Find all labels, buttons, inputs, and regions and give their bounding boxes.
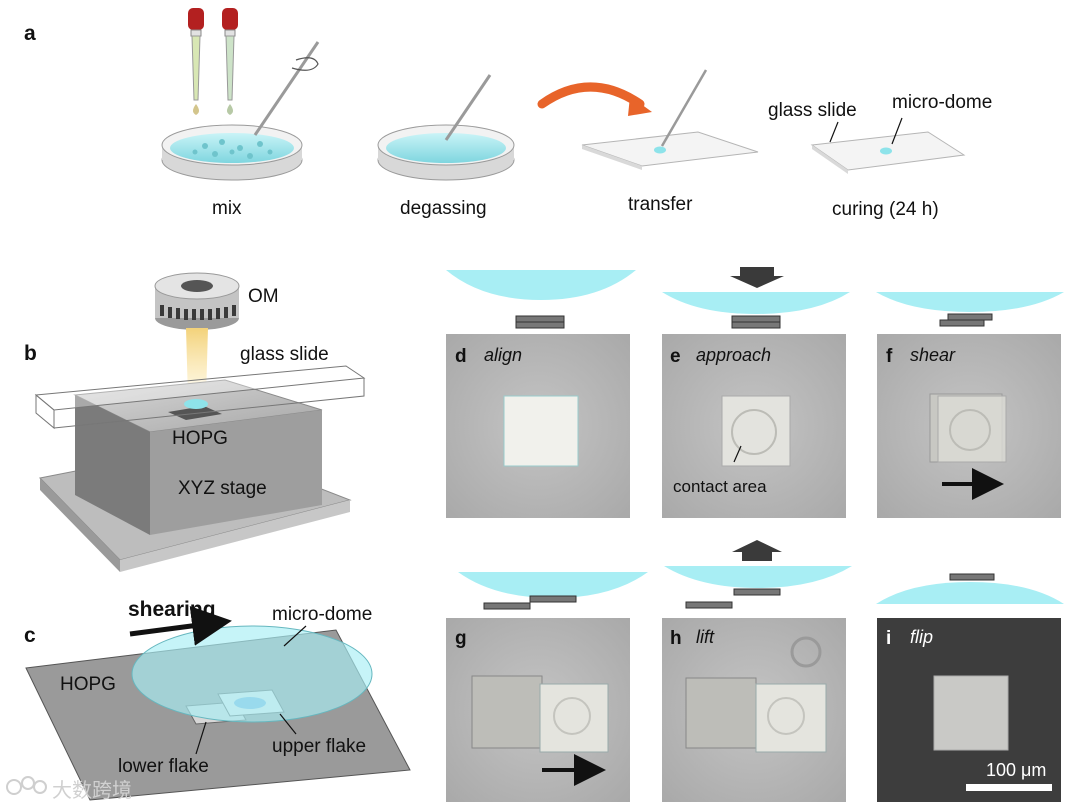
step-transfer-label: transfer xyxy=(628,194,693,215)
schematic-d xyxy=(446,270,636,329)
upper-flake-label: upper flake xyxy=(272,736,366,757)
panel-i-title: flip xyxy=(910,627,933,647)
pipette-icon xyxy=(188,8,204,115)
panel-e-title: approach xyxy=(696,345,771,365)
lower-flake-label: lower flake xyxy=(118,756,209,777)
shearing-arrow-icon xyxy=(129,606,232,646)
micrograph-h: h lift xyxy=(662,618,846,802)
micrograph-d: d align xyxy=(446,334,630,518)
objective-lens-icon xyxy=(154,272,240,330)
panel-g-letter: g xyxy=(455,628,467,649)
schematic-e xyxy=(662,267,850,329)
panel-h-letter: h xyxy=(670,628,682,649)
panel-i-letter: i xyxy=(886,628,891,649)
panel-c: c HOPG shearing micro-dome lower flake u… xyxy=(24,598,411,801)
glass-slide-label-b: glass slide xyxy=(240,344,329,365)
micrograph-g: g xyxy=(446,618,630,802)
petri-dish-mix xyxy=(161,41,320,181)
micro-dome-label-a: micro-dome xyxy=(892,92,992,113)
glass-slide-transfer xyxy=(581,69,759,170)
panel-d-title: align xyxy=(484,345,522,365)
glass-slide-curing xyxy=(810,117,966,174)
panel-a-letter: a xyxy=(24,22,36,45)
shearing-label: shearing xyxy=(128,598,216,621)
micro-dome-c xyxy=(131,625,373,723)
panel-f-title: shear xyxy=(910,345,956,365)
panel-d-letter: d xyxy=(455,346,467,367)
watermark-text: 大数跨境 xyxy=(52,779,132,802)
panel-f-letter: f xyxy=(886,346,893,367)
schematic-h xyxy=(664,540,852,609)
scale-bar-label: 100 μm xyxy=(986,760,1046,780)
panel-a: a mix xyxy=(24,8,992,220)
up-arrow-icon xyxy=(732,540,782,561)
schematic-f xyxy=(876,292,1064,327)
step-curing-label: curing (24 h) xyxy=(832,199,939,220)
micro-dome-label-c: micro-dome xyxy=(272,604,372,625)
micrograph-f: f shear xyxy=(877,334,1061,518)
down-arrow-icon xyxy=(730,267,784,288)
hopg-label-b: HOPG xyxy=(172,428,228,449)
hopg-label-c: HOPG xyxy=(60,674,116,695)
xyz-stage-label: XYZ stage xyxy=(178,478,267,499)
glass-slide-label-a: glass slide xyxy=(768,100,857,121)
schematic-g xyxy=(458,572,648,610)
step-degassing-label: degassing xyxy=(400,198,487,219)
pipette-icon xyxy=(222,8,238,115)
step-mix-label: mix xyxy=(212,198,242,219)
scale-bar xyxy=(966,784,1052,791)
panel-c-letter: c xyxy=(24,624,36,647)
micro-dome-b xyxy=(184,399,208,409)
micrograph-i: i flip 100 μm xyxy=(877,618,1061,802)
panel-b-letter: b xyxy=(24,342,37,365)
panel-b: b OM XYZ stage xyxy=(24,272,366,572)
petri-dish-degassing xyxy=(377,74,515,181)
panel-h-title: lift xyxy=(696,627,715,647)
micrograph-e: e approach contact area xyxy=(662,334,846,518)
panel-e-letter: e xyxy=(670,346,681,367)
contact-area-label: contact area xyxy=(673,477,767,496)
om-label: OM xyxy=(248,286,279,307)
schematic-i xyxy=(876,573,1064,604)
transfer-arrow-icon xyxy=(537,82,652,116)
glass-slide-b xyxy=(34,365,366,430)
watermark: 大数跨境 xyxy=(6,776,132,802)
